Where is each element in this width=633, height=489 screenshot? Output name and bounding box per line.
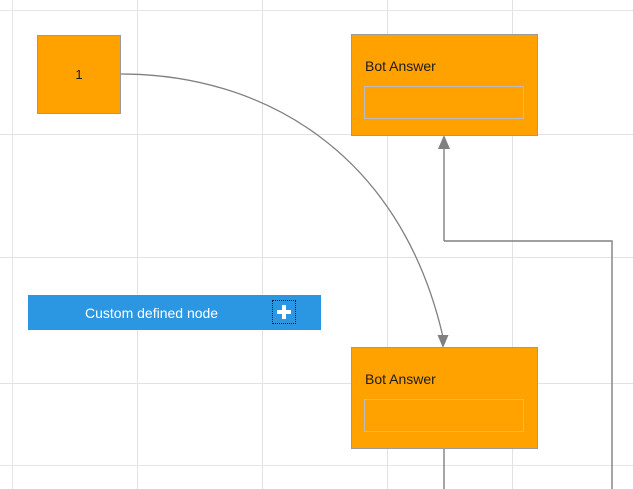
node-bot-answer-top-title: Bot Answer [365, 58, 436, 74]
custom-defined-node-label: Custom defined node [85, 304, 219, 321]
node-bot-answer-bottom[interactable]: Bot Answer [351, 347, 538, 449]
grid-line-horizontal [0, 465, 633, 466]
node-bot-answer-top-slot[interactable] [364, 86, 524, 119]
grid-line-vertical [12, 0, 13, 489]
node-bot-answer-bottom-slot[interactable] [364, 399, 524, 432]
node-bot-answer-top[interactable]: Bot Answer [351, 34, 538, 136]
plus-glyph-icon [277, 305, 291, 319]
plus-icon[interactable] [272, 300, 296, 324]
custom-defined-node-bar[interactable]: Custom defined node [28, 295, 321, 330]
node-bot-answer-bottom-title: Bot Answer [365, 371, 436, 387]
grid-line-horizontal [0, 10, 633, 11]
node-start-1-label: 1 [75, 67, 83, 82]
grid-line-vertical [137, 0, 138, 489]
node-start-1[interactable]: 1 [37, 35, 121, 114]
grid-line-horizontal [0, 257, 633, 258]
grid-line-horizontal [0, 134, 633, 135]
grid-line-horizontal [0, 383, 633, 384]
grid-line-vertical [262, 0, 263, 489]
